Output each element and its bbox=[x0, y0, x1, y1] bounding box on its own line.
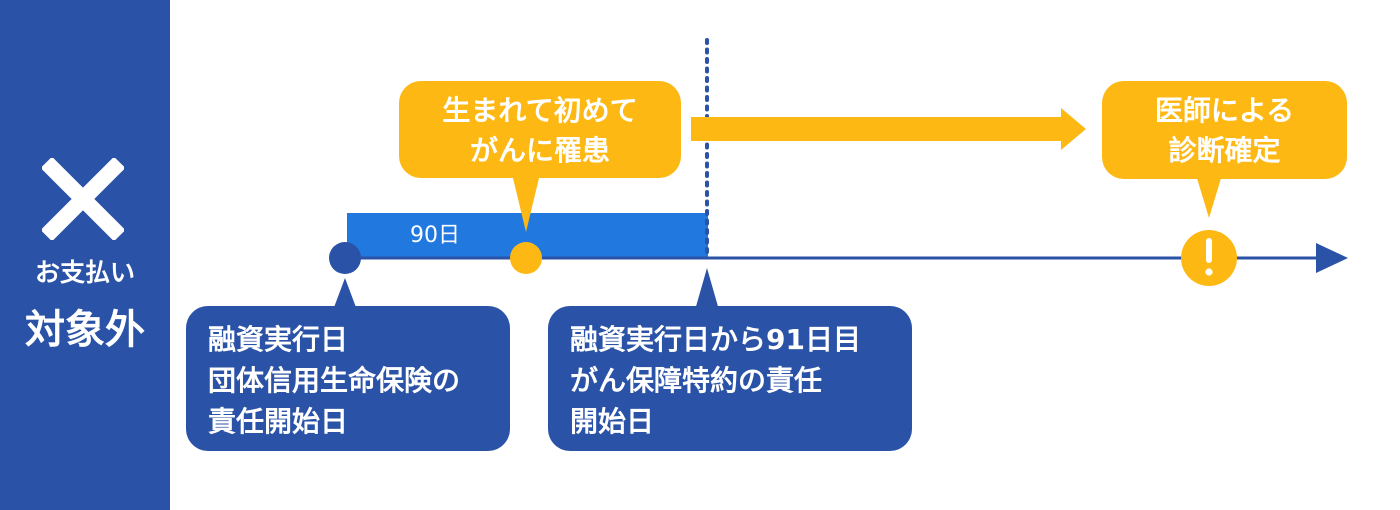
loan-start-line-2: 団体信用生命保険の bbox=[208, 364, 461, 397]
sidebar-not-covered: お支払い 対象外 bbox=[0, 0, 170, 510]
loan-start-line-1: 融資実行日 bbox=[208, 323, 349, 356]
first-cancer-pointer bbox=[512, 174, 540, 232]
period-label: 90日 bbox=[410, 223, 460, 248]
doctor-diagnosis-line-1: 医師による bbox=[1154, 94, 1295, 127]
cancer-rider-start-bubble: 融資実行日から91日目 がん保障特約の責任 開始日 bbox=[548, 306, 912, 451]
doctor-diagnosis-bubble: 医師による 診断確定 bbox=[1102, 81, 1347, 179]
first-cancer-bubble: 生まれて初めて がんに罹患 bbox=[399, 81, 681, 178]
rider-start-pointer bbox=[695, 268, 719, 310]
arrow-right-icon bbox=[1061, 108, 1086, 150]
diagnosis-onset-marker bbox=[510, 242, 542, 274]
cancer-rider-line-2: がん保障特約の責任 bbox=[570, 364, 823, 397]
diagnosis-pointer bbox=[1196, 175, 1222, 218]
doctor-diagnosis-line-2: 診断確定 bbox=[1168, 134, 1281, 167]
cancer-rider-line-1: 融資実行日から91日目 bbox=[570, 323, 861, 356]
loan-start-line-3: 責任開始日 bbox=[208, 405, 349, 438]
exclamation-icon bbox=[1205, 238, 1213, 276]
sidebar-subtitle: お支払い bbox=[34, 258, 135, 287]
timeline-arrowhead-icon bbox=[1316, 243, 1348, 273]
first-cancer-line-2: がんに罹患 bbox=[469, 134, 610, 167]
first-cancer-line-1: 生まれて初めて bbox=[442, 94, 638, 127]
sidebar-title: 対象外 bbox=[25, 307, 145, 353]
loan-start-pointer bbox=[333, 278, 357, 310]
cancer-rider-line-3: 開始日 bbox=[570, 405, 655, 438]
loan-start-marker bbox=[329, 242, 361, 274]
cross-icon bbox=[42, 158, 124, 240]
loan-start-bubble: 融資実行日 団体信用生命保険の 責任開始日 bbox=[186, 306, 510, 451]
progression-arrow-shaft bbox=[691, 117, 1063, 141]
